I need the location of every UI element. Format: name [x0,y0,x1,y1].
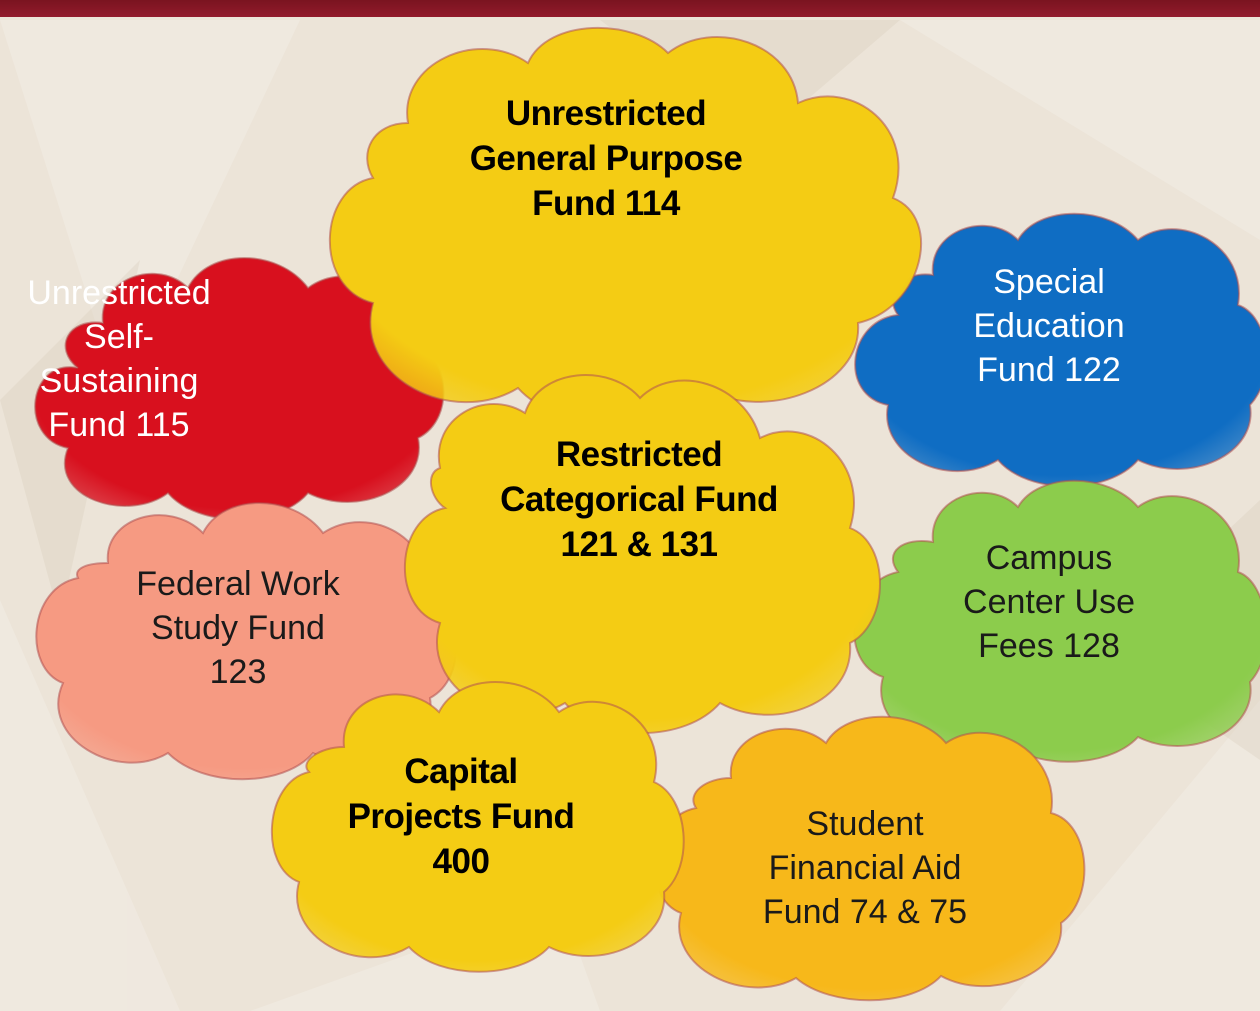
cloud-general-purpose: Unrestricted General Purpose Fund 114 [303,18,939,428]
cloud-label: Restricted Categorical Fund 121 & 131 [500,434,778,564]
cloud-label: Student Financial Aid Fund 74 & 75 [762,805,968,931]
cloud-shape [653,715,1086,1002]
cloud-shape [854,212,1260,488]
cloud-label: Federal Work Study Fund 123 [136,565,340,691]
cloud-label: Unrestricted Self- Sustaining Fund 115 [27,274,211,444]
cloud-label: Campus Center Use Fees 128 [963,539,1135,665]
title-bar-strip [0,0,1260,17]
cloud-label: Special Education Fund 122 [973,263,1125,389]
cloud-shape [34,257,445,521]
cloud-capital-projects: Capital Projects Fund 400 [254,662,688,980]
cloud-special-education: Special Education Fund 122 [838,205,1260,488]
cloud-student-financial-aid: Student Financial Aid Fund 74 & 75 [636,708,1094,1008]
cloud-shape [35,502,457,781]
cloud-label: Capital Projects Fund 400 [347,751,575,881]
cloud-self-sustaining: Unrestricted Self- Sustaining Fund 115 [8,248,450,521]
cloud-shape [328,27,922,423]
cloud-label: Unrestricted General Purpose Fund 114 [469,93,743,223]
cloud-shape [270,681,685,973]
cloud-restricted-categorical: Restricted Categorical Fund 121 & 131 [385,358,883,740]
cloud-federal-work-study: Federal Work Study Fund 123 [18,488,468,788]
